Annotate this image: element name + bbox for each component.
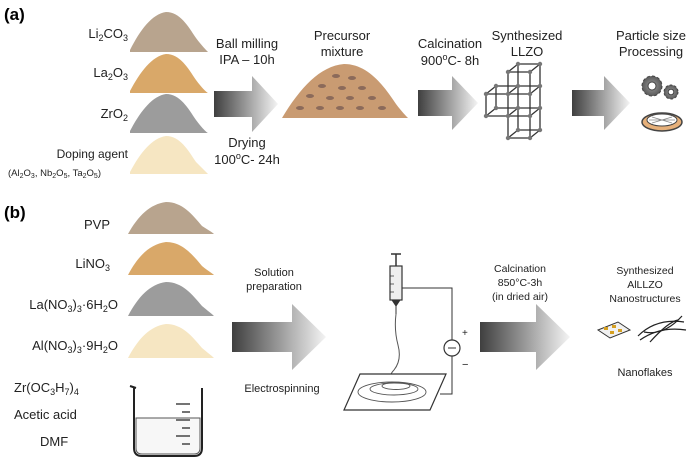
nanoflakes-icon [596,321,632,339]
reagent-label-la2o3: La2O3 [93,65,128,82]
process-arrow-a2 [418,76,478,130]
powder-pile-doping [130,136,208,174]
reagent-label-li2co3: Li2CO3 [88,26,128,43]
powder-pile-lino3 [128,242,214,275]
precursor-label-line1: Precursor [314,28,371,43]
solvent-acetic-acid: Acetic acid [14,407,77,422]
precursor-pile [282,64,408,118]
processing-label-line2: Processing [619,44,683,59]
powder-pile-la-nitrate [128,282,214,316]
step1-bottom-line2: 100oC- 24h [214,151,280,167]
panel-b-label: (b) [4,203,26,222]
product-b-line2: AlLLZO [627,279,663,291]
process-arrow-a1 [214,76,278,132]
reagent-label-zro2: ZrO2 [101,106,128,123]
panel-a: (a) Li2CO3 La2O3 ZrO2 Doping agent (Al2O… [4,5,686,180]
reagent-label-la-nitrate: La(NO3)3·6H2O [29,297,118,314]
solution-prep-line2: preparation [246,281,302,293]
precursor-particles [296,74,386,110]
solvent-dmf: DMF [40,434,68,449]
step1-bottom-line1: Drying [228,135,266,150]
solvent-zr-propoxide: Zr(OC3H7)4 [14,380,79,397]
reagent-label-lino3: LiNO3 [75,256,110,273]
electrospinning-setup-icon [343,253,461,411]
powder-pile-zro2 [130,94,208,133]
gears-icon [641,75,679,100]
nanoflakes-label: Nanoflakes [617,367,673,379]
step2-line1: Calcination [418,36,482,51]
product-b-line3: Nanostructures [609,293,680,305]
doping-examples: (Al2O3, Nb2O5, Ta2O5) [8,168,101,180]
solution-prep-line1: Solution [254,267,294,279]
panel-b: (b) PVP LiNO3 La(NO3)3·6H2O Al(NO3)3·9H2… [4,202,687,457]
calcination-b-line3: (in dried air) [492,291,548,303]
process-arrow-a3 [572,76,630,130]
powder-pile-al-nitrate [128,324,214,358]
process-arrow-b1 [232,304,326,370]
process-arrow-b2 [480,304,570,370]
lattice-nodes [483,61,543,141]
panel-a-label: (a) [4,5,25,24]
calcination-b-line2: 850°C-3h [498,277,543,289]
reagent-label-pvp: PVP [84,217,110,232]
processing-label-line1: Particle size [616,28,686,43]
llzo-label-line1: Synthesized [492,28,563,43]
sieve-icon [641,112,683,132]
positive-terminal: + [462,328,468,339]
powder-pile-la2o3 [130,54,208,93]
powder-pile-pvp [128,202,214,234]
precursor-label-line2: mixture [321,44,364,59]
nanofibers-icon [637,315,687,343]
llzo-label-line2: LLZO [511,44,544,59]
electrospinning-label: Electrospinning [244,383,319,395]
negative-terminal: − [462,359,468,371]
beaker-icon [129,385,203,457]
step1-top-line2: IPA – 10h [219,52,274,67]
step1-top-line1: Ball milling [216,36,278,51]
step2-line2: 900oC- 8h [421,52,480,68]
product-b-line1: Synthesized [616,265,673,277]
reagent-label-doping: Doping agent [57,147,129,161]
powder-pile-li2co3 [130,12,208,52]
reagent-label-al-nitrate: Al(NO3)3·9H2O [32,338,118,355]
calcination-b-line1: Calcination [494,263,546,275]
crystal-lattice-icon [485,63,542,139]
